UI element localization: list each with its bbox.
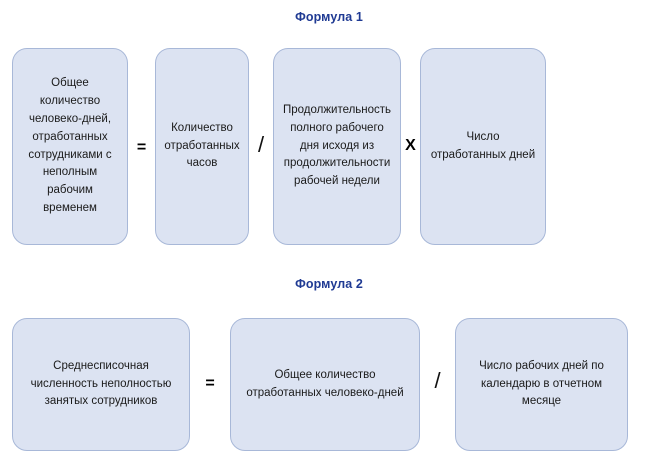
- formula-2-operator-divide: /: [434, 368, 441, 393]
- formula-2-box-1: Среднесписочная численность неполностью …: [12, 318, 190, 451]
- formula-1-box-4-label: Число отработанных дней: [430, 130, 536, 161]
- formula-1-box-2: Количество отработанных часов: [155, 48, 249, 245]
- formula-1-operator-multiply: X: [405, 137, 416, 154]
- formula-1-operator-divide: /: [257, 132, 265, 157]
- formula-2-box-3: Число рабочих дней по календарю в отчетн…: [455, 318, 628, 451]
- formula-1-operator-equals: =: [136, 139, 147, 156]
- formula-1-box-3-label: Продолжительность полного рабочего дня и…: [282, 103, 392, 188]
- formula-2-box-1-label: Среднесписочная численность неполностью …: [30, 359, 172, 408]
- formula-1-box-1: Общее количество человеко-дней, отработа…: [12, 48, 128, 245]
- formula-1-box-4: Число отработанных дней: [420, 48, 546, 245]
- formula-1-title: Формула 1: [295, 10, 363, 24]
- formula-1-box-3: Продолжительность полного рабочего дня и…: [273, 48, 401, 245]
- formula-2-box-3-label: Число рабочих дней по календарю в отчетн…: [479, 359, 604, 408]
- formula-1-box-2-label: Количество отработанных часов: [164, 121, 240, 170]
- formula-2-row: Среднесписочная численность неполностью …: [0, 316, 658, 452]
- formula-2-box-2: Общее количество отработанных человеко-д…: [230, 318, 420, 451]
- formula-1-box-1-label: Общее количество человеко-дней, отработа…: [28, 77, 112, 214]
- formula-2-title: Формула 2: [295, 277, 363, 291]
- formula-1-row: Общее количество человеко-дней, отработа…: [0, 46, 658, 246]
- formula-2-operator-equals: =: [205, 375, 215, 392]
- formula-2-box-2-label: Общее количество отработанных человеко-д…: [246, 368, 404, 399]
